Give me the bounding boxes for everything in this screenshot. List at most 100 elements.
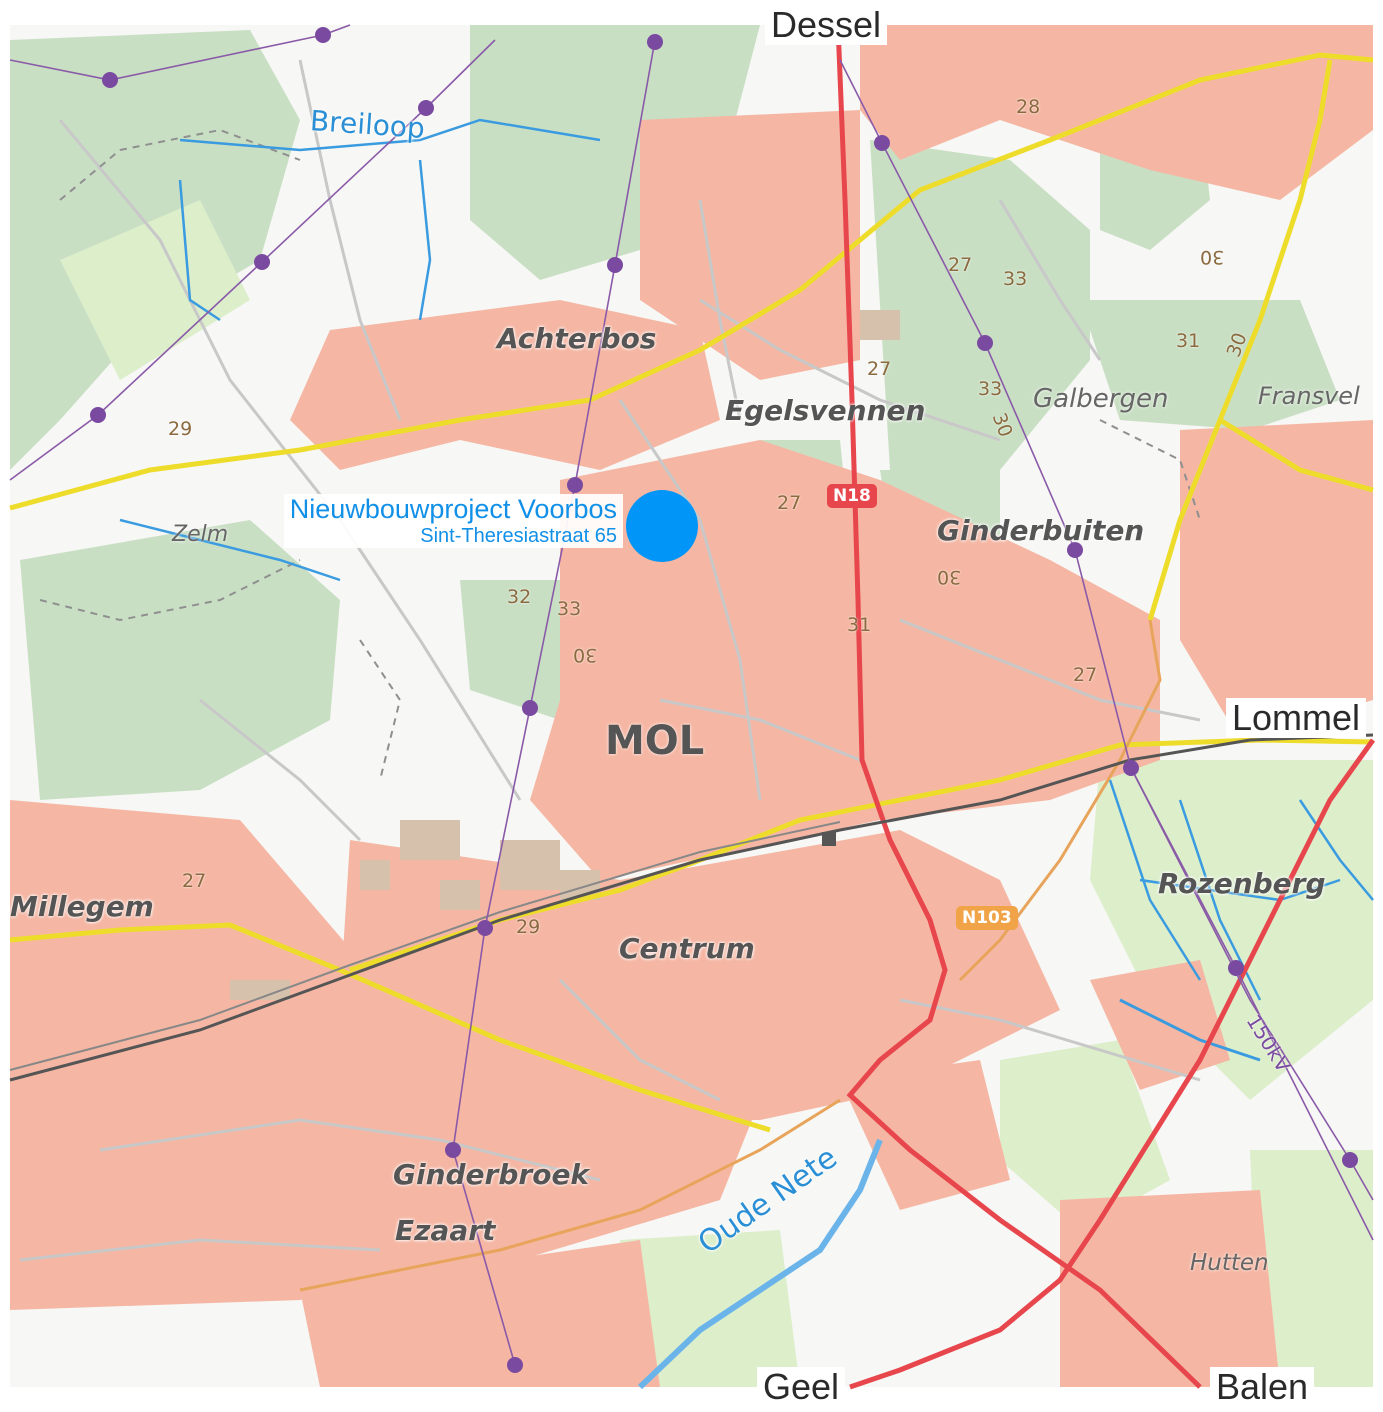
- power-line: [1130, 767, 1374, 1201]
- elevation-label: 28: [1016, 96, 1041, 118]
- pylon: [507, 1357, 523, 1373]
- elevation-label: 31: [847, 614, 872, 636]
- power-line: [9, 24, 351, 81]
- stream: [418, 159, 432, 321]
- direction-label-south-east: Balen: [1210, 1367, 1315, 1407]
- place-rozenberg: Rozenberg: [1158, 867, 1326, 900]
- place-zelm: Zelm: [172, 522, 229, 547]
- regional-road: [1218, 417, 1374, 493]
- trails: [39, 128, 1201, 781]
- project-marker: [626, 490, 698, 562]
- urban-area: [300, 1240, 660, 1387]
- pylon: [315, 27, 331, 43]
- elevation-label: 33: [978, 378, 1003, 400]
- project-label[interactable]: Nieuwbouwproject Voorbos Sint-Theresiast…: [283, 494, 623, 548]
- power-pylons: [90, 27, 1358, 1373]
- local-road: [299, 1098, 841, 1292]
- meadow-areas: [60, 200, 1373, 1387]
- elevation-label: 32: [507, 586, 532, 608]
- meadow-area: [1250, 1150, 1373, 1387]
- elevation-label: 33: [557, 598, 582, 620]
- railway: [9, 733, 1374, 1082]
- building-block: [440, 880, 480, 910]
- industrial-blocks: [230, 310, 900, 1000]
- stream: [119, 518, 341, 582]
- river-oude-nete: [637, 1138, 883, 1390]
- street: [998, 199, 1102, 361]
- urban-area: [290, 300, 720, 470]
- pylon: [254, 254, 270, 270]
- road-n18: [835, 24, 1202, 1389]
- place-centrum: Centrum: [619, 932, 755, 965]
- street: [19, 1238, 381, 1262]
- elevation-label: 27: [1073, 664, 1098, 686]
- forest-area: [470, 25, 760, 280]
- pylon: [102, 72, 118, 88]
- regional-roads: [9, 52, 1374, 1133]
- regional-road: [9, 922, 771, 1133]
- elevation-label: 27: [777, 492, 802, 514]
- urban-area: [840, 1060, 1010, 1210]
- trail: [59, 128, 301, 201]
- elevation-label: 30: [1200, 246, 1225, 268]
- road-shield-n103: N103: [956, 906, 1018, 930]
- pylon: [977, 335, 993, 351]
- place-millegem: Millegem: [10, 890, 154, 923]
- stream-breiloop: [179, 118, 601, 152]
- river-nete-east: [1119, 998, 1261, 1062]
- elevation-label: 31: [1176, 330, 1201, 352]
- forest-area: [870, 140, 1090, 470]
- pylon: [418, 100, 434, 116]
- place-egelsvennen: Egelsvennen: [725, 394, 926, 427]
- street: [899, 618, 1201, 722]
- elevation-label: 27: [948, 254, 973, 276]
- building-block: [360, 860, 390, 890]
- stream: [1178, 799, 1262, 1001]
- local-road: [958, 619, 1162, 982]
- road-geel: [849, 1218, 1103, 1390]
- trail: [39, 559, 301, 622]
- national-roads: [835, 24, 1376, 1390]
- meadow-area: [1090, 760, 1373, 1100]
- direction-label-south-west: Geel: [757, 1367, 846, 1407]
- elevation-label: 29: [516, 916, 541, 938]
- pylon: [567, 477, 583, 493]
- building-block: [230, 980, 290, 1000]
- pylon: [874, 135, 890, 151]
- street: [698, 199, 742, 421]
- regional-road: [9, 52, 1374, 511]
- pylon: [522, 700, 538, 716]
- urban-area: [640, 110, 860, 380]
- place-fransvel: Fransvel: [1258, 382, 1360, 410]
- elevation-label: 29: [168, 418, 193, 440]
- local-roads: [299, 619, 1162, 1292]
- pylon: [90, 407, 106, 423]
- meadow-area: [620, 1230, 800, 1387]
- elevation-label: 33: [1003, 268, 1028, 290]
- regional-road: [349, 737, 1374, 973]
- urban-area: [1090, 960, 1230, 1090]
- place-galbergen: Galbergen: [1033, 384, 1169, 414]
- urban-area: [1060, 1190, 1280, 1387]
- forest-area: [1080, 300, 1340, 430]
- forest-area: [20, 520, 340, 800]
- place-ginderbuiten: Ginderbuiten: [937, 514, 1145, 547]
- pylon: [1123, 760, 1139, 776]
- elevation-label: 30: [573, 644, 598, 666]
- railway-line-2: [9, 821, 841, 1071]
- elevation-label: 30: [937, 566, 962, 588]
- pylon: [1067, 542, 1083, 558]
- pylon: [445, 1142, 461, 1158]
- direction-label-east: Lommel: [1226, 698, 1367, 738]
- elevation-label: 27: [867, 358, 892, 380]
- elevation-label: 27: [182, 870, 207, 892]
- street: [99, 1118, 601, 1182]
- place-ezaart: Ezaart: [395, 1214, 496, 1247]
- meadow-area: [60, 200, 250, 380]
- pylon: [1228, 960, 1244, 976]
- trail: [1099, 419, 1201, 521]
- place-mol: MOL: [605, 718, 705, 764]
- building-block: [500, 840, 560, 890]
